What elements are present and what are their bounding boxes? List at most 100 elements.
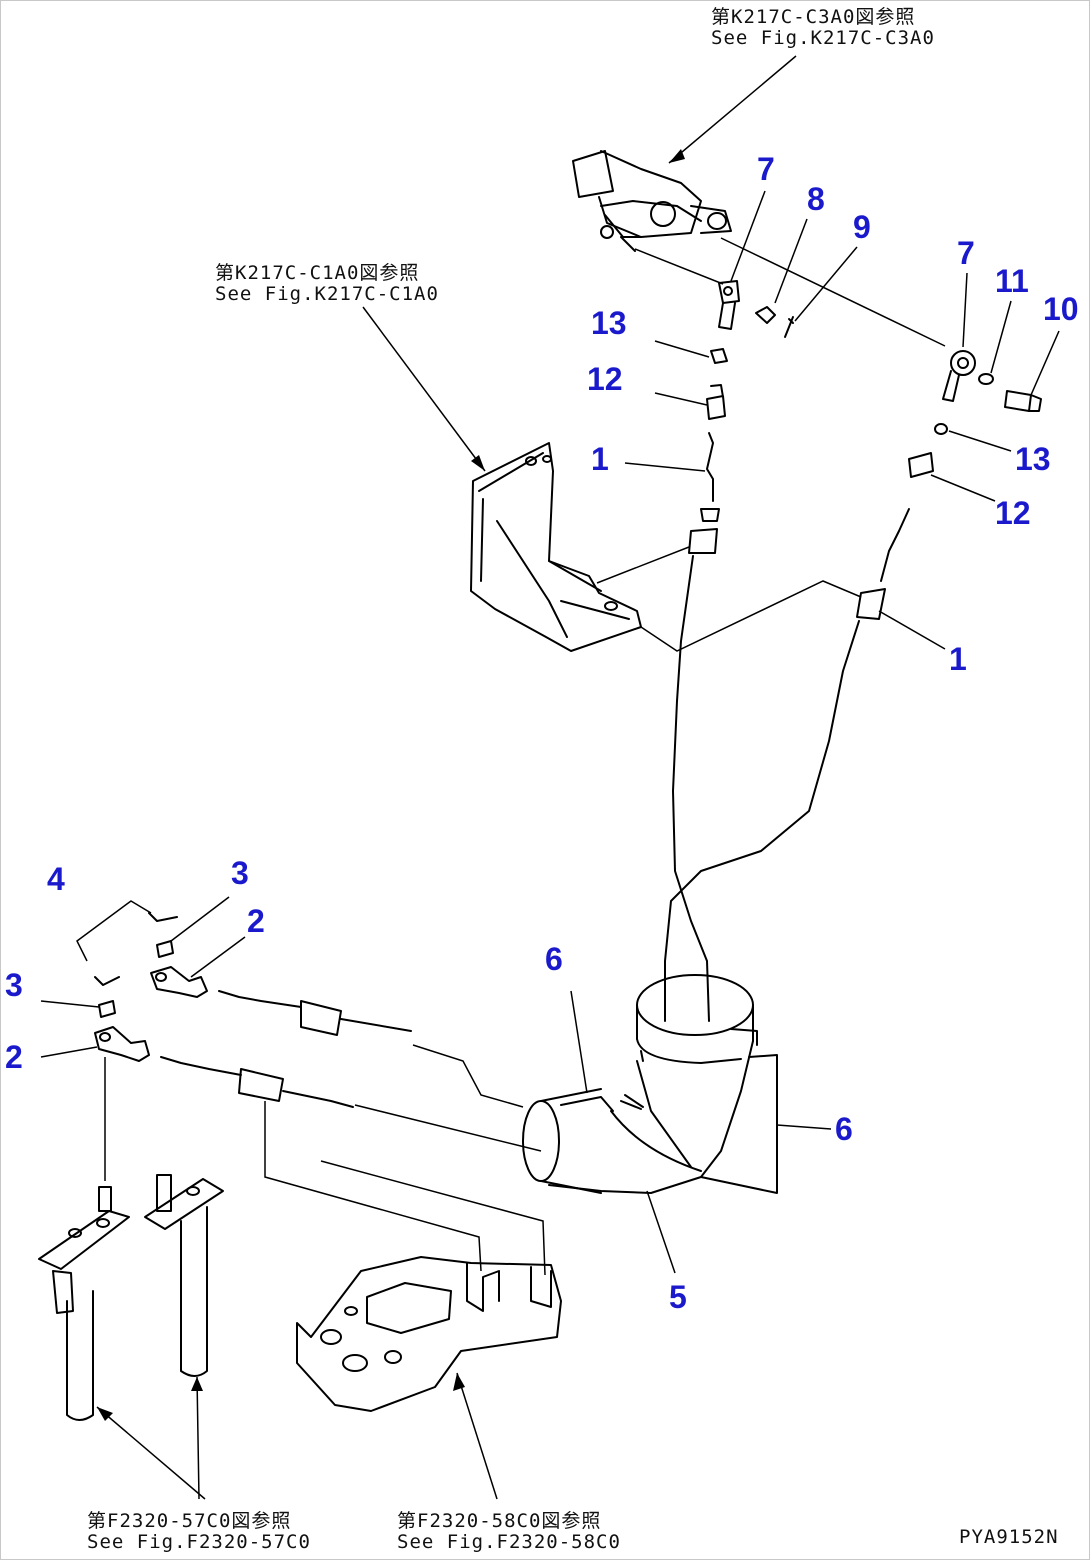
callout-3b: 3 (5, 967, 23, 1003)
ref-bottom-mid-en: See Fig.F2320-58C0 (397, 1531, 621, 1553)
ref-bottom-left: 第F2320-57C0図参照 See Fig.F2320-57C0 (87, 1511, 311, 1553)
cable-end-1a (706, 432, 714, 502)
ref-left-leader (362, 306, 486, 472)
nut-part-13a (710, 348, 728, 364)
callout-2a: 2 (247, 903, 265, 939)
pedal-bracket (470, 442, 642, 652)
ref-top-leader (668, 55, 797, 164)
callout-5: 5 (669, 1279, 687, 1315)
leader-6b (776, 1124, 832, 1130)
callout-7a: 7 (757, 151, 775, 187)
fitting-part-12b (908, 452, 934, 478)
clevis-part-7a (718, 280, 740, 330)
nut-part-13b (934, 423, 948, 435)
ref-left-jp: 第K217C-C1A0図参照 (215, 262, 420, 284)
ref-left-en: See Fig.K217C-C1A0 (215, 283, 439, 305)
mounting-plate (296, 1256, 562, 1412)
ref-bottom-mid: 第F2320-58C0図参照 See Fig.F2320-58C0 (397, 1511, 621, 1553)
leader-11 (990, 300, 1012, 374)
nut-part-3a (156, 940, 174, 958)
nut-part-3b (98, 1000, 116, 1018)
callout-13a: 13 (591, 305, 627, 341)
clevis-part-7b (942, 350, 976, 402)
leader-5 (646, 1190, 676, 1274)
callout-10: 10 (1043, 291, 1079, 327)
ref-top: 第K217C-C3A0図参照 See Fig.K217C-C3A0 (711, 7, 935, 49)
leader-9 (794, 246, 858, 322)
callout-4: 4 (47, 861, 65, 897)
leader-7b (962, 272, 968, 348)
leader-13b (948, 430, 1012, 452)
link-line-valve-2 (634, 248, 724, 285)
pin-part-4 (94, 912, 178, 986)
cover-plate-part-6 (700, 1054, 778, 1194)
cable-end-1b (880, 508, 910, 582)
ref-bottom-left-jp: 第F2320-57C0図参照 (87, 1510, 292, 1532)
cable-1a (672, 555, 710, 1022)
drawing-code: PYA9152N (959, 1526, 1059, 1548)
callout-12a: 12 (587, 361, 623, 397)
leader-8 (774, 218, 808, 304)
ref-top-jp: 第K217C-C3A0図参照 (711, 6, 916, 28)
fitting-part-12a (706, 384, 726, 420)
link-line-bracket (596, 546, 690, 584)
cable-fitting-1a (688, 508, 720, 554)
cable-into-boot (354, 1044, 542, 1152)
leader-6a (570, 990, 588, 1094)
ref-bottom-mid-jp: 第F2320-58C0図参照 (397, 1510, 602, 1532)
ref-bl-arrowhead-2 (191, 1377, 203, 1391)
leader-2a (190, 936, 246, 978)
cable-1b (664, 620, 860, 1022)
ref-bm-arrowhead (453, 1373, 465, 1391)
cable-lower-upper (150, 966, 412, 1036)
ref-bl-leader-2 (196, 1376, 200, 1500)
callout-1b: 1 (949, 641, 967, 677)
nut-part-8 (755, 306, 776, 324)
leader-1b (878, 610, 946, 650)
lever-rod-left (38, 1186, 130, 1421)
link-to-plate (264, 1101, 482, 1272)
lever-rod-right (144, 1174, 224, 1377)
callout-6a: 6 (545, 941, 563, 977)
ref-bottom-left-en: See Fig.F2320-57C0 (87, 1531, 311, 1553)
leader-10 (1030, 330, 1060, 396)
leader-12b (930, 474, 996, 502)
callout-2b: 2 (5, 1039, 23, 1075)
callout-3a: 3 (231, 855, 249, 891)
callout-13b: 13 (1015, 441, 1051, 477)
callout-11: 11 (995, 263, 1029, 299)
leader-12a (654, 392, 708, 406)
bolt-part-10 (1004, 390, 1042, 412)
callout-1a: 1 (591, 441, 609, 477)
callout-9: 9 (853, 209, 871, 245)
link-to-plate-2 (320, 1160, 546, 1276)
ref-bl-arrowhead-1 (97, 1407, 113, 1421)
link-line-valve (720, 237, 946, 347)
cable-lower-lower (94, 1026, 354, 1108)
cable-fitting-1b (856, 588, 886, 620)
leader-2b (40, 1046, 98, 1058)
callout-8: 8 (807, 181, 825, 217)
callout-7b: 7 (957, 235, 975, 271)
callout-6b: 6 (835, 1111, 853, 1147)
callout-12b: 12 (995, 495, 1031, 531)
leader-4 (76, 900, 152, 962)
leader-3a (170, 896, 230, 942)
ref-top-en: See Fig.K217C-C3A0 (711, 27, 935, 49)
control-valve-part (572, 150, 732, 252)
ref-top-arrowhead (669, 149, 685, 163)
link-line-bracket-2 (640, 580, 862, 652)
washer-part-11 (978, 373, 994, 385)
ref-bl-leader-1 (96, 1406, 206, 1500)
pin-part-9 (784, 316, 794, 338)
ref-left: 第K217C-C1A0図参照 See Fig.K217C-C1A0 (215, 263, 439, 305)
leader-13a (654, 340, 710, 358)
ref-left-arrowhead (471, 455, 485, 471)
leader-3b (40, 1000, 100, 1008)
ref-bm-leader (456, 1372, 498, 1500)
cable-boot-part-5 (522, 974, 758, 1194)
leader-7a (730, 190, 766, 282)
leader-1a (624, 462, 706, 472)
